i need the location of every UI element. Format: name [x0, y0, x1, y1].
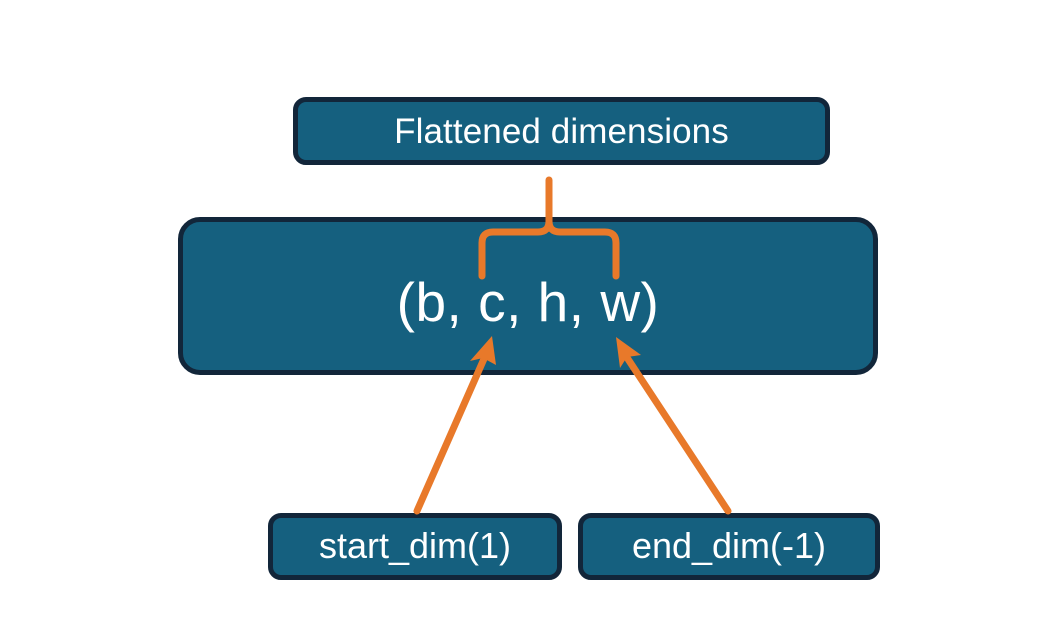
end-dim-label: end_dim(-1) [631, 524, 827, 566]
start-dim-arrow-shaft [413, 348, 491, 515]
flattened-dimensions-box: Flattened dimensions [293, 97, 830, 165]
end-dim-box: end_dim(-1) [578, 513, 880, 580]
tensor-shape-box: (b, c, h, w) [178, 217, 878, 375]
flattened-dimensions-label: Flattened dimensions [394, 111, 729, 151]
end-dim-arrow-shaft [620, 349, 732, 515]
start-dim-box: start_dim(1) [268, 513, 562, 580]
tensor-shape-label: (b, c, h, w) [396, 270, 660, 333]
start-dim-label: start_dim(1) [318, 524, 512, 566]
